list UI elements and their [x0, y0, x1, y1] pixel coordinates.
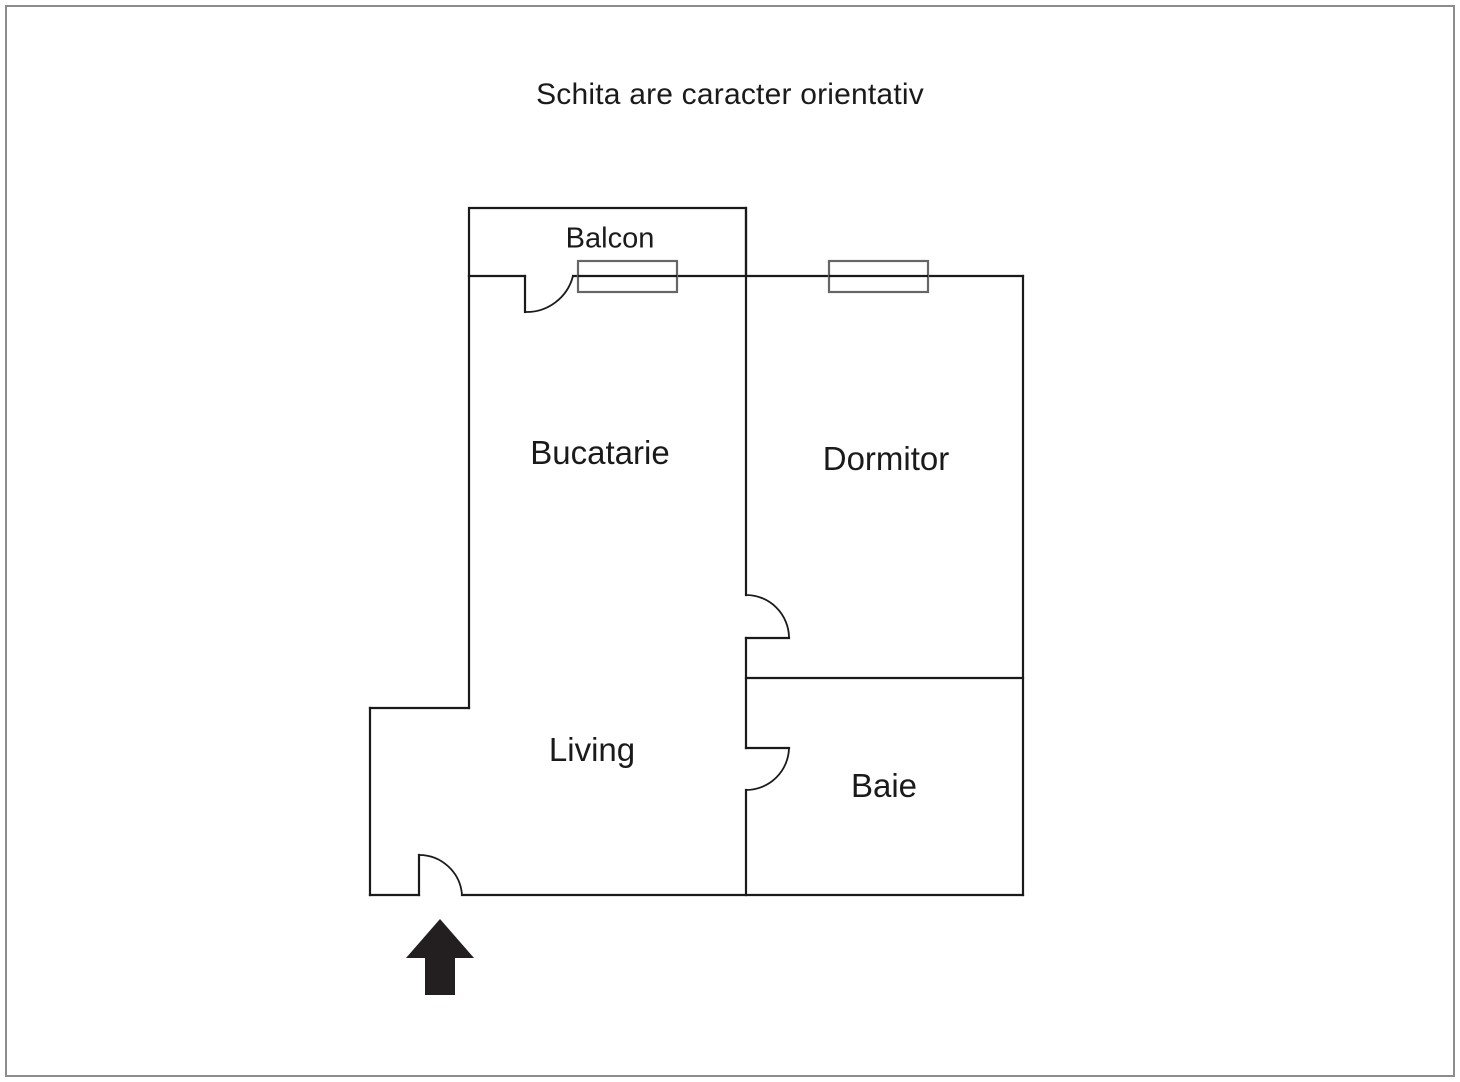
room-label-balcon: Balcon	[565, 222, 655, 255]
room-label-dormitor: Dormitor	[822, 440, 950, 477]
entrance-direction-arrow	[406, 919, 474, 995]
room-label-bucatarie: Bucatarie	[530, 434, 670, 471]
door-baie-swing	[745, 747, 790, 791]
door-dormitor-swing	[745, 594, 790, 639]
room-label-baie: Baie	[850, 767, 918, 804]
room-label-living: Living	[548, 731, 636, 768]
balcony-door-swing	[524, 274, 575, 313]
page-title: Schita are caracter orientativ	[536, 78, 924, 111]
door-entrance-swing	[418, 854, 463, 896]
